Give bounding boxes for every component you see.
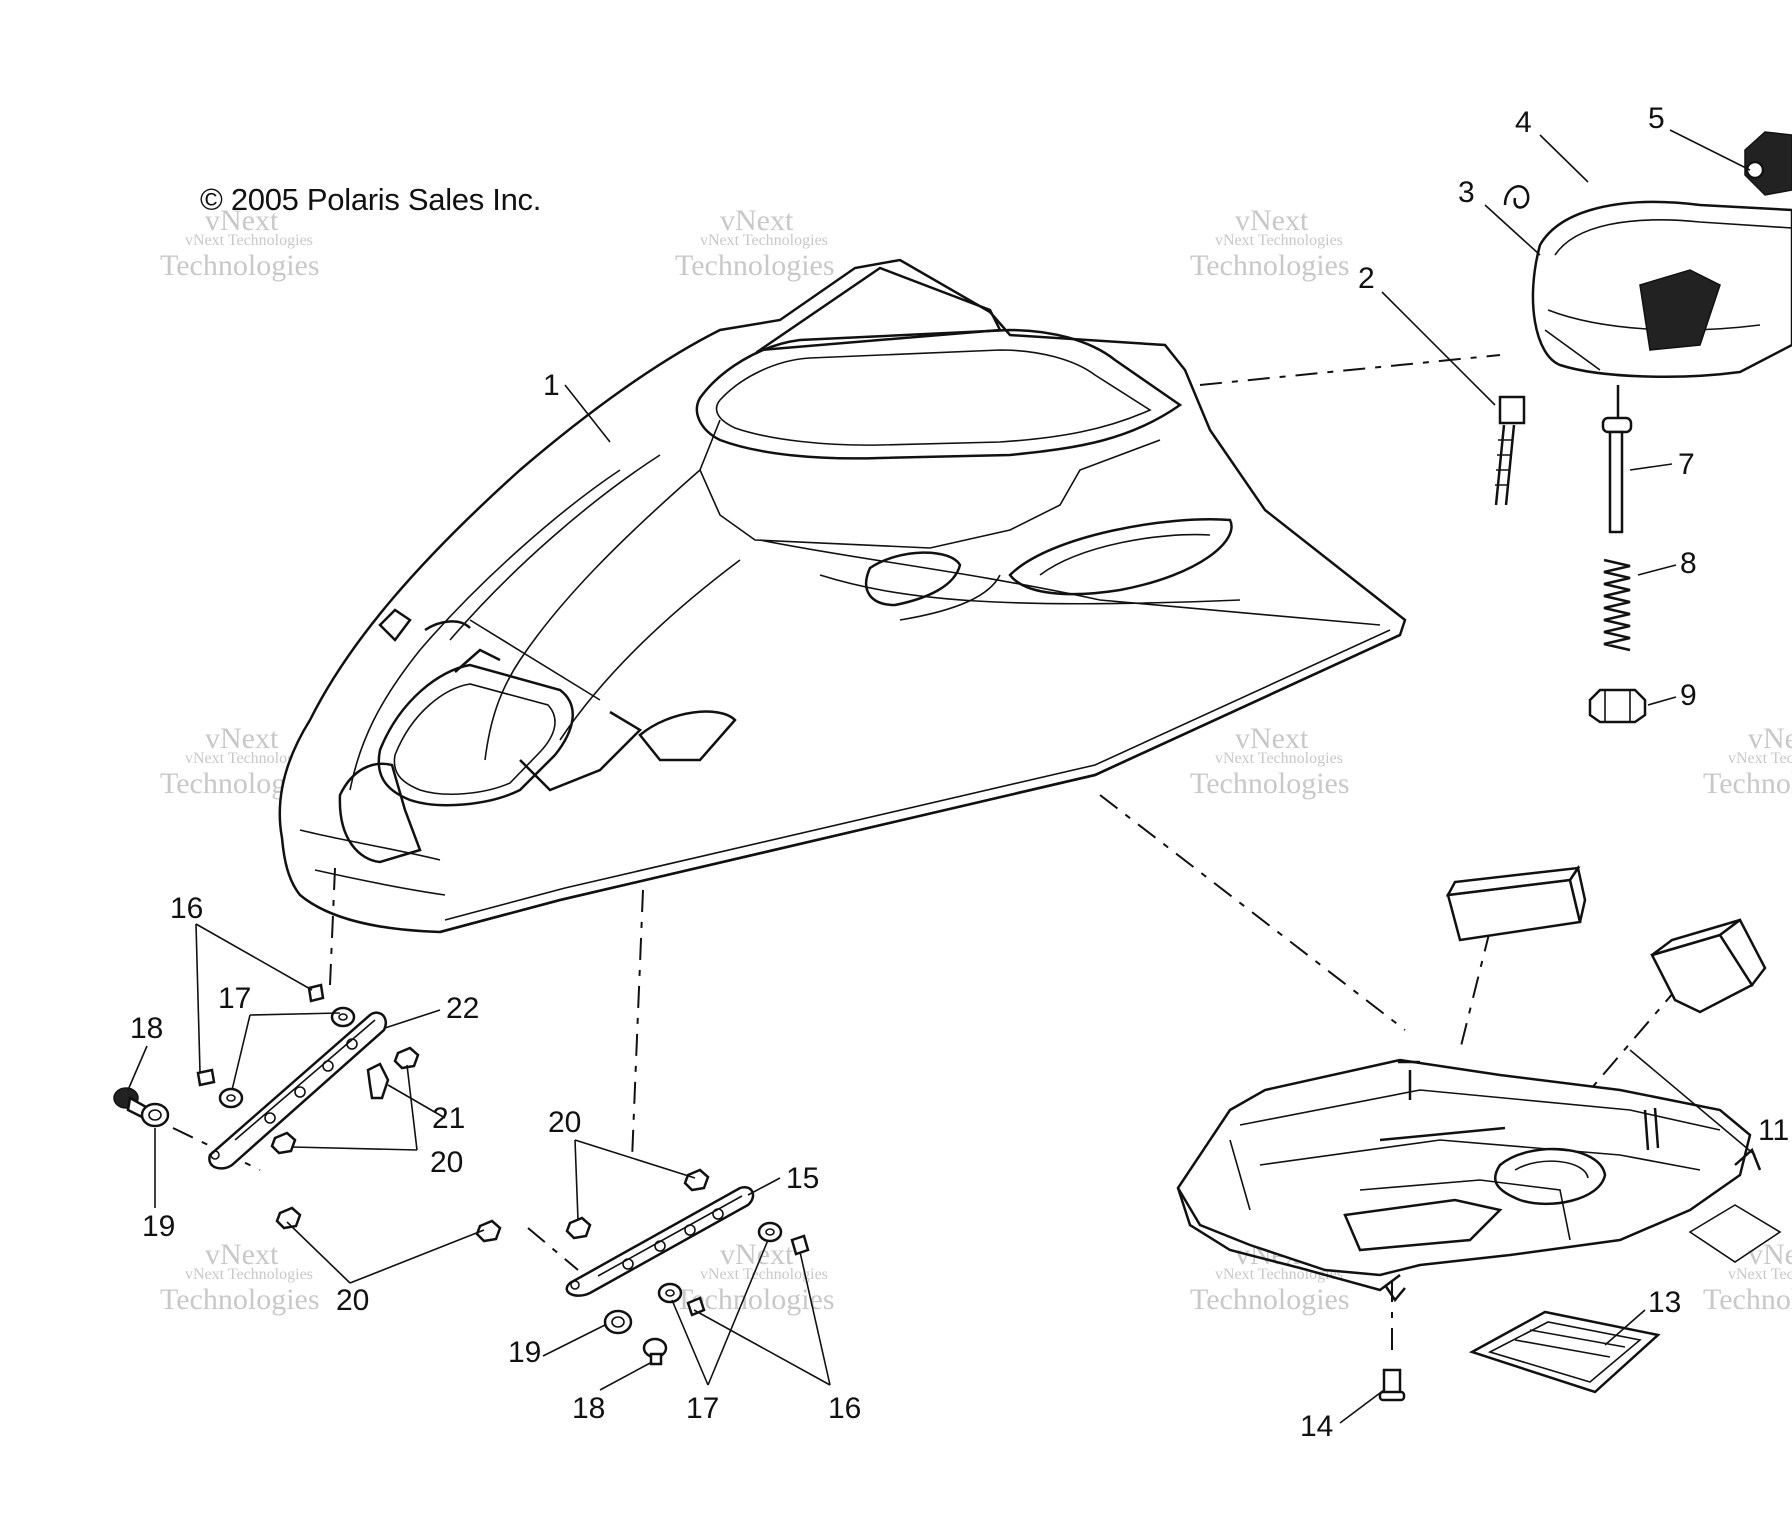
svg-text:Technologies: Technologies: [675, 249, 835, 282]
svg-text:vNext: vNext: [1748, 722, 1792, 755]
svg-text:Technologies: Technologies: [1703, 1283, 1792, 1316]
svg-text:Technologies: Technologies: [1190, 1283, 1350, 1316]
svg-text:vNext: vNext: [720, 204, 794, 237]
callout-numbers: 1 2 3 4 5 7 8 9 11 13 14 15 16 16 17 17 …: [130, 102, 1789, 1443]
callout-label: 8: [1680, 547, 1697, 580]
svg-text:vNext Technologies: vNext Technologies: [700, 232, 828, 249]
watermark: vNext vNext Technologies Technologies: [1190, 204, 1350, 282]
svg-text:vNext Technologies: vNext Technologies: [1728, 750, 1792, 767]
foam-block-part: [1445, 864, 1587, 942]
clip-part: [1503, 185, 1530, 209]
callout-label: 17: [218, 982, 251, 1015]
callout-label: 22: [446, 992, 479, 1025]
decal-part: [1688, 1204, 1782, 1263]
callout-label: 11: [1758, 1114, 1789, 1147]
callout-label: 16: [170, 892, 203, 925]
knob-part: [1744, 131, 1792, 196]
assembly-leader-lines: [172, 354, 1681, 1360]
bracket-15-part: [565, 1185, 755, 1297]
callout-label: 3: [1458, 176, 1475, 209]
watermark: vNext vNext Technologies Technologies: [675, 204, 835, 282]
svg-text:vNext: vNext: [205, 1238, 279, 1271]
callout-label: 15: [786, 1162, 819, 1195]
pin-part: [1601, 385, 1633, 534]
svg-text:vNext: vNext: [1235, 204, 1309, 237]
callout-label: 19: [142, 1210, 175, 1243]
svg-text:vNext: vNext: [1748, 1238, 1792, 1271]
svg-text:Technologies: Technologies: [1190, 249, 1350, 282]
callout-label: 16: [828, 1392, 861, 1425]
lens-housing-part: [1531, 200, 1792, 378]
washer-17-part: [218, 1006, 783, 1304]
clip-21-part: [366, 1062, 390, 1100]
tray-part: [1176, 1058, 1762, 1303]
callout-label: 9: [1680, 679, 1697, 712]
nut-part: [1588, 688, 1647, 724]
hood-part: [278, 258, 1407, 934]
connector-part: [1494, 395, 1526, 506]
svg-text:vNext Technologies: vNext Technologies: [1215, 750, 1343, 767]
svg-text:vNext Technologies: vNext Technologies: [185, 1266, 313, 1283]
callout-label: 18: [130, 1012, 163, 1045]
callout-label: 14: [1300, 1410, 1333, 1443]
callout-label: 7: [1678, 448, 1695, 481]
svg-text:vNext Technologies: vNext Technologies: [185, 232, 313, 249]
svg-text:Technologies: Technologies: [160, 249, 320, 282]
watermark: vNext vNext Technologies Technologies: [160, 1238, 320, 1316]
svg-text:vNext: vNext: [205, 204, 279, 237]
grille-part: [1468, 1310, 1661, 1394]
foam-block-part: [1650, 918, 1767, 1014]
callout-label: 20: [336, 1284, 369, 1317]
svg-text:vNext Technologies: vNext Technologies: [185, 750, 313, 767]
callout-label: 17: [686, 1392, 719, 1425]
callout-label: 2: [1358, 262, 1375, 295]
callout-label: 13: [1648, 1286, 1681, 1319]
callout-label: 18: [572, 1392, 605, 1425]
callout-label: 4: [1515, 106, 1532, 139]
grommet-19-part: [140, 1102, 633, 1335]
svg-text:vNext: vNext: [1235, 722, 1309, 755]
svg-text:vNext Technologies: vNext Technologies: [700, 1266, 828, 1283]
watermark: vNext vNext Technologies Technologies: [1190, 722, 1350, 800]
svg-text:Technologies: Technologies: [1703, 767, 1792, 800]
svg-text:vNext Technologies: vNext Technologies: [1215, 232, 1343, 249]
callout-label: 1: [543, 369, 560, 402]
svg-text:Technologies: Technologies: [1190, 767, 1350, 800]
copyright-text: © 2005 Polaris Sales Inc.: [200, 182, 542, 217]
callout-label: 5: [1648, 102, 1665, 135]
svg-text:vNext Technologies: vNext Technologies: [1728, 1266, 1792, 1283]
bolt-16-part: [196, 983, 810, 1317]
spring-part: [1603, 558, 1631, 652]
watermark: vNext vNext Technologies Technologies: [1703, 722, 1792, 800]
callout-label: 20: [548, 1106, 581, 1139]
svg-text:Technologies: Technologies: [160, 1283, 320, 1316]
bolt-part: [1378, 1368, 1406, 1402]
svg-text:vNext: vNext: [205, 722, 279, 755]
callout-label: 19: [508, 1336, 541, 1369]
nut-20-part: [270, 1046, 710, 1243]
callout-label: 21: [432, 1102, 465, 1135]
watermark: vNext vNext Technologies Technologies: [160, 204, 320, 282]
callout-label: 20: [430, 1146, 463, 1179]
callout-leaders: [127, 129, 1756, 1424]
bracket-22-part: [208, 1011, 387, 1170]
watermark: vNext vNext Technologies Technologies: [1703, 1238, 1792, 1316]
